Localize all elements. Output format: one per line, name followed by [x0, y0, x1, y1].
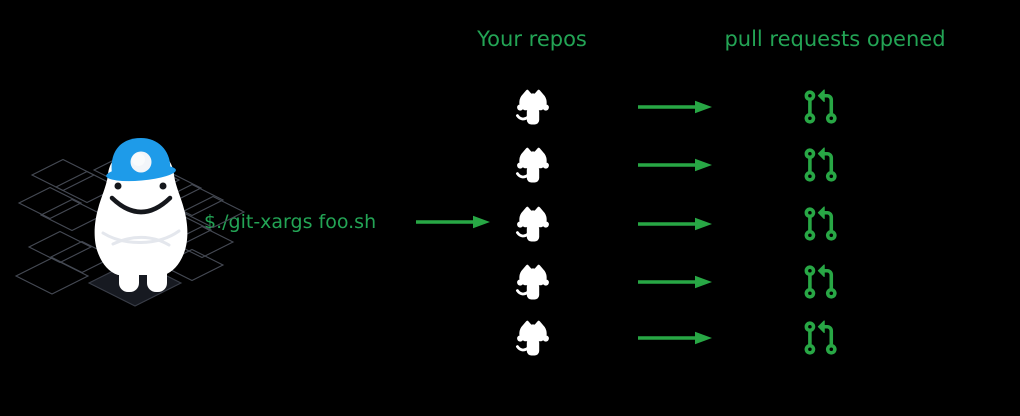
github-octocat-icon [513, 145, 553, 185]
git-pull-request-icon [801, 204, 839, 244]
git-pull-request-icon [801, 262, 839, 302]
right-arrow-icon [636, 330, 714, 346]
github-octocat-icon [513, 204, 553, 244]
command-text: $./git-xargs foo.sh [204, 211, 377, 233]
right-arrow-icon [636, 274, 714, 290]
miner-hat-icon [106, 138, 176, 182]
repo-pr-row [0, 317, 1020, 359]
right-arrow-icon [636, 216, 714, 232]
prs-column-header: pull requests opened [724, 27, 946, 51]
yeti-face [109, 182, 173, 215]
git-pull-request-icon [801, 87, 839, 127]
git-pull-request-icon [801, 145, 839, 185]
git-pull-request-icon [801, 318, 839, 358]
right-arrow-icon [636, 99, 714, 115]
github-octocat-icon [513, 87, 553, 127]
right-arrow-icon [636, 157, 714, 173]
github-octocat-icon [513, 262, 553, 302]
yeti-miner-mascot [14, 138, 246, 307]
github-octocat-icon [513, 318, 553, 358]
repos-column-header: Your repos [477, 27, 587, 51]
